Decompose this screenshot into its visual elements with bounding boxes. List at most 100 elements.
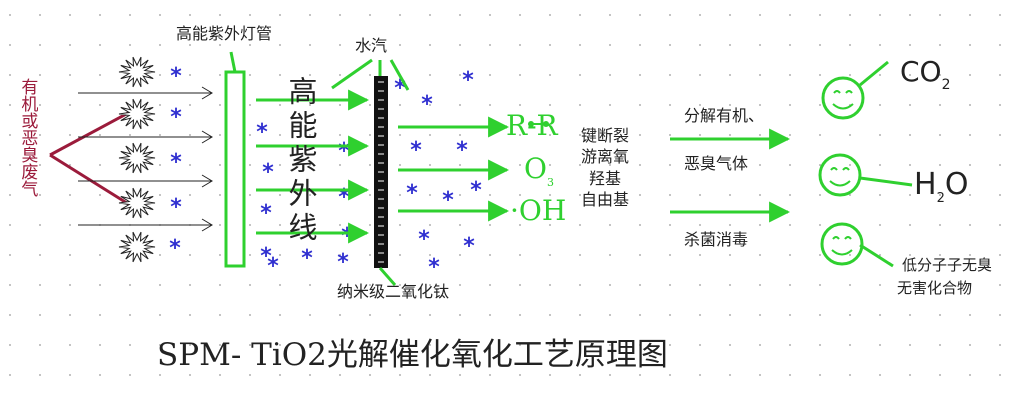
grid-dot (129, 314, 131, 316)
grid-dot (159, 134, 161, 136)
grid-dot (429, 344, 431, 346)
grid-dot (429, 374, 431, 376)
grid-dot (39, 134, 41, 136)
grid-dot (909, 164, 911, 166)
grid-dot (399, 164, 401, 166)
grid-dot (519, 74, 521, 76)
grid-dot (369, 14, 371, 16)
grid-dot (39, 344, 41, 346)
grid-dot (249, 104, 251, 106)
grid-dot (879, 44, 881, 46)
grid-dot (39, 224, 41, 226)
grid-dot (189, 164, 191, 166)
grid-dot (939, 314, 941, 316)
grid-dot (519, 194, 521, 196)
asterisk-mark: * (428, 255, 440, 280)
grid-dot (189, 344, 191, 346)
grid-dot (9, 194, 11, 196)
grid-dot (219, 284, 221, 286)
grid-dot (849, 44, 851, 46)
asterisk-mark: * (418, 227, 430, 252)
smiley-face-1 (821, 76, 865, 120)
grid-dot (939, 254, 941, 256)
grid-dot (339, 194, 341, 196)
asterisk-mark: * (410, 138, 422, 163)
grid-dot (699, 74, 701, 76)
product-harmless-line-1: 低分子子无臭 (902, 256, 993, 274)
grid-dot (729, 104, 731, 106)
grid-dot (579, 14, 581, 16)
grid-dot (519, 164, 521, 166)
asterisk-mark: * (337, 250, 349, 275)
grid-dot (189, 374, 191, 376)
grid-dot (609, 224, 611, 226)
grid-dot (729, 344, 731, 346)
grid-dot (219, 314, 221, 316)
grid-dot (279, 344, 281, 346)
grid-dot (669, 374, 671, 376)
grid-dot (219, 44, 221, 46)
grid-dot (369, 134, 371, 136)
grid-dot (279, 74, 281, 76)
uv-arrows (256, 89, 370, 244)
grid-dot (759, 104, 761, 106)
grid-dot (549, 224, 551, 226)
grid-dot (759, 14, 761, 16)
starburst (118, 98, 156, 130)
grid-dot (609, 14, 611, 16)
grid-dot (639, 164, 641, 166)
grid-dot (399, 134, 401, 136)
grid-dot (429, 104, 431, 106)
grid-dot (699, 284, 701, 286)
grid-dot (759, 374, 761, 376)
grid-dot (909, 284, 911, 286)
grid-dot (399, 14, 401, 16)
grid-dot (309, 74, 311, 76)
grid-dot (459, 194, 461, 196)
grid-dot (939, 374, 941, 376)
grid-dot (309, 254, 311, 256)
grid-dot (69, 374, 71, 376)
grid-dot (999, 74, 1001, 76)
grid-dot (519, 314, 521, 316)
grid-dot (219, 104, 221, 106)
grid-dot (969, 194, 971, 196)
grid-dot (579, 284, 581, 286)
grid-dot (669, 344, 671, 346)
grid-dot (309, 314, 311, 316)
grid-dot (819, 14, 821, 16)
grid-dot (879, 194, 881, 196)
grid-dot (789, 134, 791, 136)
grid-dot (129, 134, 131, 136)
grid-dot (639, 194, 641, 196)
grid-dot (399, 314, 401, 316)
grid-dot (129, 284, 131, 286)
asterisk-mark: * (170, 64, 182, 89)
grid-dot (249, 344, 251, 346)
grid-dot (579, 344, 581, 346)
grid-dot (999, 134, 1001, 136)
grid-dot (309, 104, 311, 106)
grid-dot (9, 134, 11, 136)
grid-dot (219, 254, 221, 256)
grid-dot (939, 14, 941, 16)
grid-dot (429, 224, 431, 226)
grid-dot (69, 314, 71, 316)
grid-dot (969, 134, 971, 136)
grid-dot (219, 224, 221, 226)
grid-dot (759, 254, 761, 256)
starburst (118, 56, 156, 88)
grid-dot (819, 284, 821, 286)
asterisk-mark: * (170, 195, 182, 220)
grid-dot (459, 224, 461, 226)
grid-dot (99, 104, 101, 106)
grid-dot (369, 344, 371, 346)
grid-dot (969, 224, 971, 226)
grid-dot (99, 314, 101, 316)
grid-dot (309, 374, 311, 376)
grid-dot (429, 194, 431, 196)
grid-dot (669, 134, 671, 136)
grid-dot (249, 194, 251, 196)
grid-dot (489, 134, 491, 136)
grid-dot (759, 44, 761, 46)
